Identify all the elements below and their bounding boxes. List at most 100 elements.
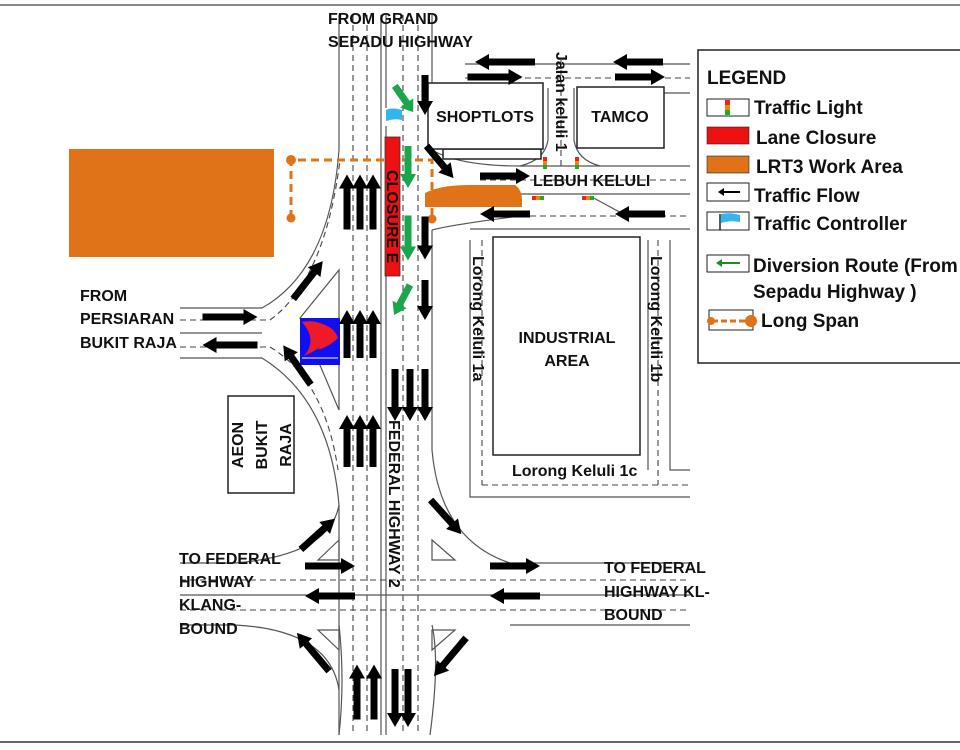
traffic-flow-arrow: [480, 168, 530, 184]
aeon-labels: AEON BUKIT RAJA: [230, 420, 295, 469]
legend-label: Long Span: [761, 311, 859, 332]
traffic-flow-arrow: [339, 174, 355, 230]
traffic-flow-arrow-icon: [706, 182, 750, 202]
traffic-lights: [532, 157, 594, 200]
to-kl-label: TO FEDERAL: [604, 560, 706, 577]
svg-text:AEON: AEON: [230, 422, 247, 468]
traffic-flow-arrow: [402, 369, 418, 421]
traffic-flow-arrow: [417, 369, 433, 421]
shoplots-building: [427, 82, 544, 150]
legend-label: Lane Closure: [756, 128, 876, 149]
legend-label: Traffic Flow: [754, 186, 860, 207]
industrial-area-building: [492, 236, 641, 456]
traffic-controller-flag-icon: [385, 108, 402, 126]
long-span-node: [286, 213, 296, 223]
traffic-flow-arrow: [613, 54, 663, 70]
tamco-label: TAMCO: [591, 109, 648, 126]
lrt3-work-area-large: [69, 149, 274, 257]
traffic-flow-arrow: [365, 310, 381, 358]
traffic-flow-arrow: [339, 415, 355, 467]
traffic-flow-arrow: [202, 337, 258, 353]
to-klang-label: BOUND: [179, 621, 238, 638]
traffic-flow-arrow: [387, 669, 403, 727]
traffic-flow-arrow: [296, 632, 332, 674]
traffic-flow-arrow: [352, 174, 368, 230]
from-grand-label: FROM GRAND: [328, 11, 438, 28]
aeon-building: [227, 395, 295, 494]
long-span-node: [286, 155, 296, 165]
traffic-flow-arrow: [352, 310, 368, 358]
lrt3-work-area-swatch: [706, 155, 750, 174]
buildings: SHOPTLOTS TAMCO INDUSTRIAL AREA AEON BUK…: [227, 82, 665, 494]
traffic-light-icon: [575, 157, 579, 169]
lorong-keluli-1b-label: Lorong Keluli 1b: [647, 256, 664, 382]
traffic-flow-arrow: [490, 588, 540, 604]
flag-icon: [706, 211, 750, 231]
to-klang-label: TO FEDERAL: [179, 551, 281, 568]
traffic-flow-arrow: [305, 558, 355, 574]
shoplots-label: SHOPTLOTS: [436, 109, 534, 126]
legend-label: Diversion Route (From Grand: [753, 256, 960, 277]
traffic-flow-arrow: [202, 309, 258, 325]
road-labels: FROM GRAND SEPADU HIGHWAY FROM PERSIARAN…: [80, 11, 710, 638]
from-persiaran-label: BUKIT RAJA: [80, 335, 177, 352]
traffic-flow-arrow: [428, 497, 462, 535]
traffic-flow-arrow: [400, 669, 416, 727]
to-kl-label: BOUND: [604, 607, 663, 624]
traffic-flow-arrow: [352, 415, 368, 467]
diversion-route-arrow: [400, 146, 416, 188]
long-span-icon: [707, 309, 757, 331]
traffic-flow-arrow: [339, 310, 355, 358]
traffic-flow-arrow: [387, 369, 403, 421]
traffic-flow-arrow: [305, 588, 355, 604]
traffic-flow-arrow: [615, 69, 665, 85]
traffic-flow-arrow: [283, 345, 314, 387]
lrt3-work-area-small: [425, 185, 522, 207]
to-kl-label: HIGHWAY KL-: [604, 584, 710, 601]
jalan-keluli-1-label: Jalan keluli 1: [552, 52, 569, 152]
traffic-flow-arrow: [349, 664, 365, 720]
traffic-flow-arrow: [433, 635, 469, 677]
from-grand-label: SEPADU HIGHWAY: [328, 34, 473, 51]
lane-closure-swatch: [706, 126, 750, 145]
legend-label: Traffic Light: [754, 98, 863, 119]
to-klang-label: HIGHWAY: [179, 574, 254, 591]
traffic-flow-arrow: [417, 75, 433, 115]
svg-text:BUKIT: BUKIT: [254, 420, 271, 469]
long-span: [289, 158, 434, 219]
traffic-flow-arrow: [366, 664, 382, 720]
federal-highway-2-label: FEDERAL HIGHWAY 2: [385, 420, 402, 588]
traffic-flow-arrow: [365, 174, 381, 230]
legend-label: Sepadu Highway ): [753, 282, 917, 303]
traffic-flow-arrow: [423, 143, 454, 179]
lane-closure: CLOSURE E: [383, 136, 401, 277]
from-persiaran-label: FROM: [80, 288, 127, 305]
tamco-building: [576, 86, 665, 149]
diversion-arrow-icon: [706, 254, 750, 273]
traffic-light-icon: [706, 98, 750, 117]
closure-label: CLOSURE E: [383, 170, 400, 264]
traffic-flow-arrow: [475, 54, 535, 70]
to-klang-label: KLANG-: [179, 597, 241, 614]
diversion-route-arrow: [392, 283, 414, 316]
traffic-flow-arrow: [298, 518, 336, 552]
traffic-light-icon: [543, 157, 547, 169]
diversion-route-arrow: [391, 83, 414, 113]
legend-title: LEGEND: [707, 68, 786, 89]
traffic-arrows: [202, 54, 665, 727]
traffic-light-icon: [532, 196, 544, 200]
diversion-route-arrow: [400, 215, 416, 261]
long-span-node: [427, 214, 437, 224]
shoplots-shadow: [442, 148, 542, 160]
legend: LEGEND Traffic Light Lane Closure LRT3 W…: [697, 49, 960, 364]
lrt3-work-areas: [69, 149, 522, 257]
traffic-flow-arrow: [290, 261, 323, 302]
traffic-flow-arrow: [490, 558, 540, 574]
traffic-flow-arrow: [615, 206, 665, 222]
traffic-flow-arrow: [467, 69, 523, 85]
svg-text:RAJA: RAJA: [278, 423, 295, 467]
traffic-flow-arrow: [417, 280, 433, 320]
legend-label: LRT3 Work Area: [756, 157, 903, 178]
traffic-flow-arrow: [480, 206, 530, 222]
